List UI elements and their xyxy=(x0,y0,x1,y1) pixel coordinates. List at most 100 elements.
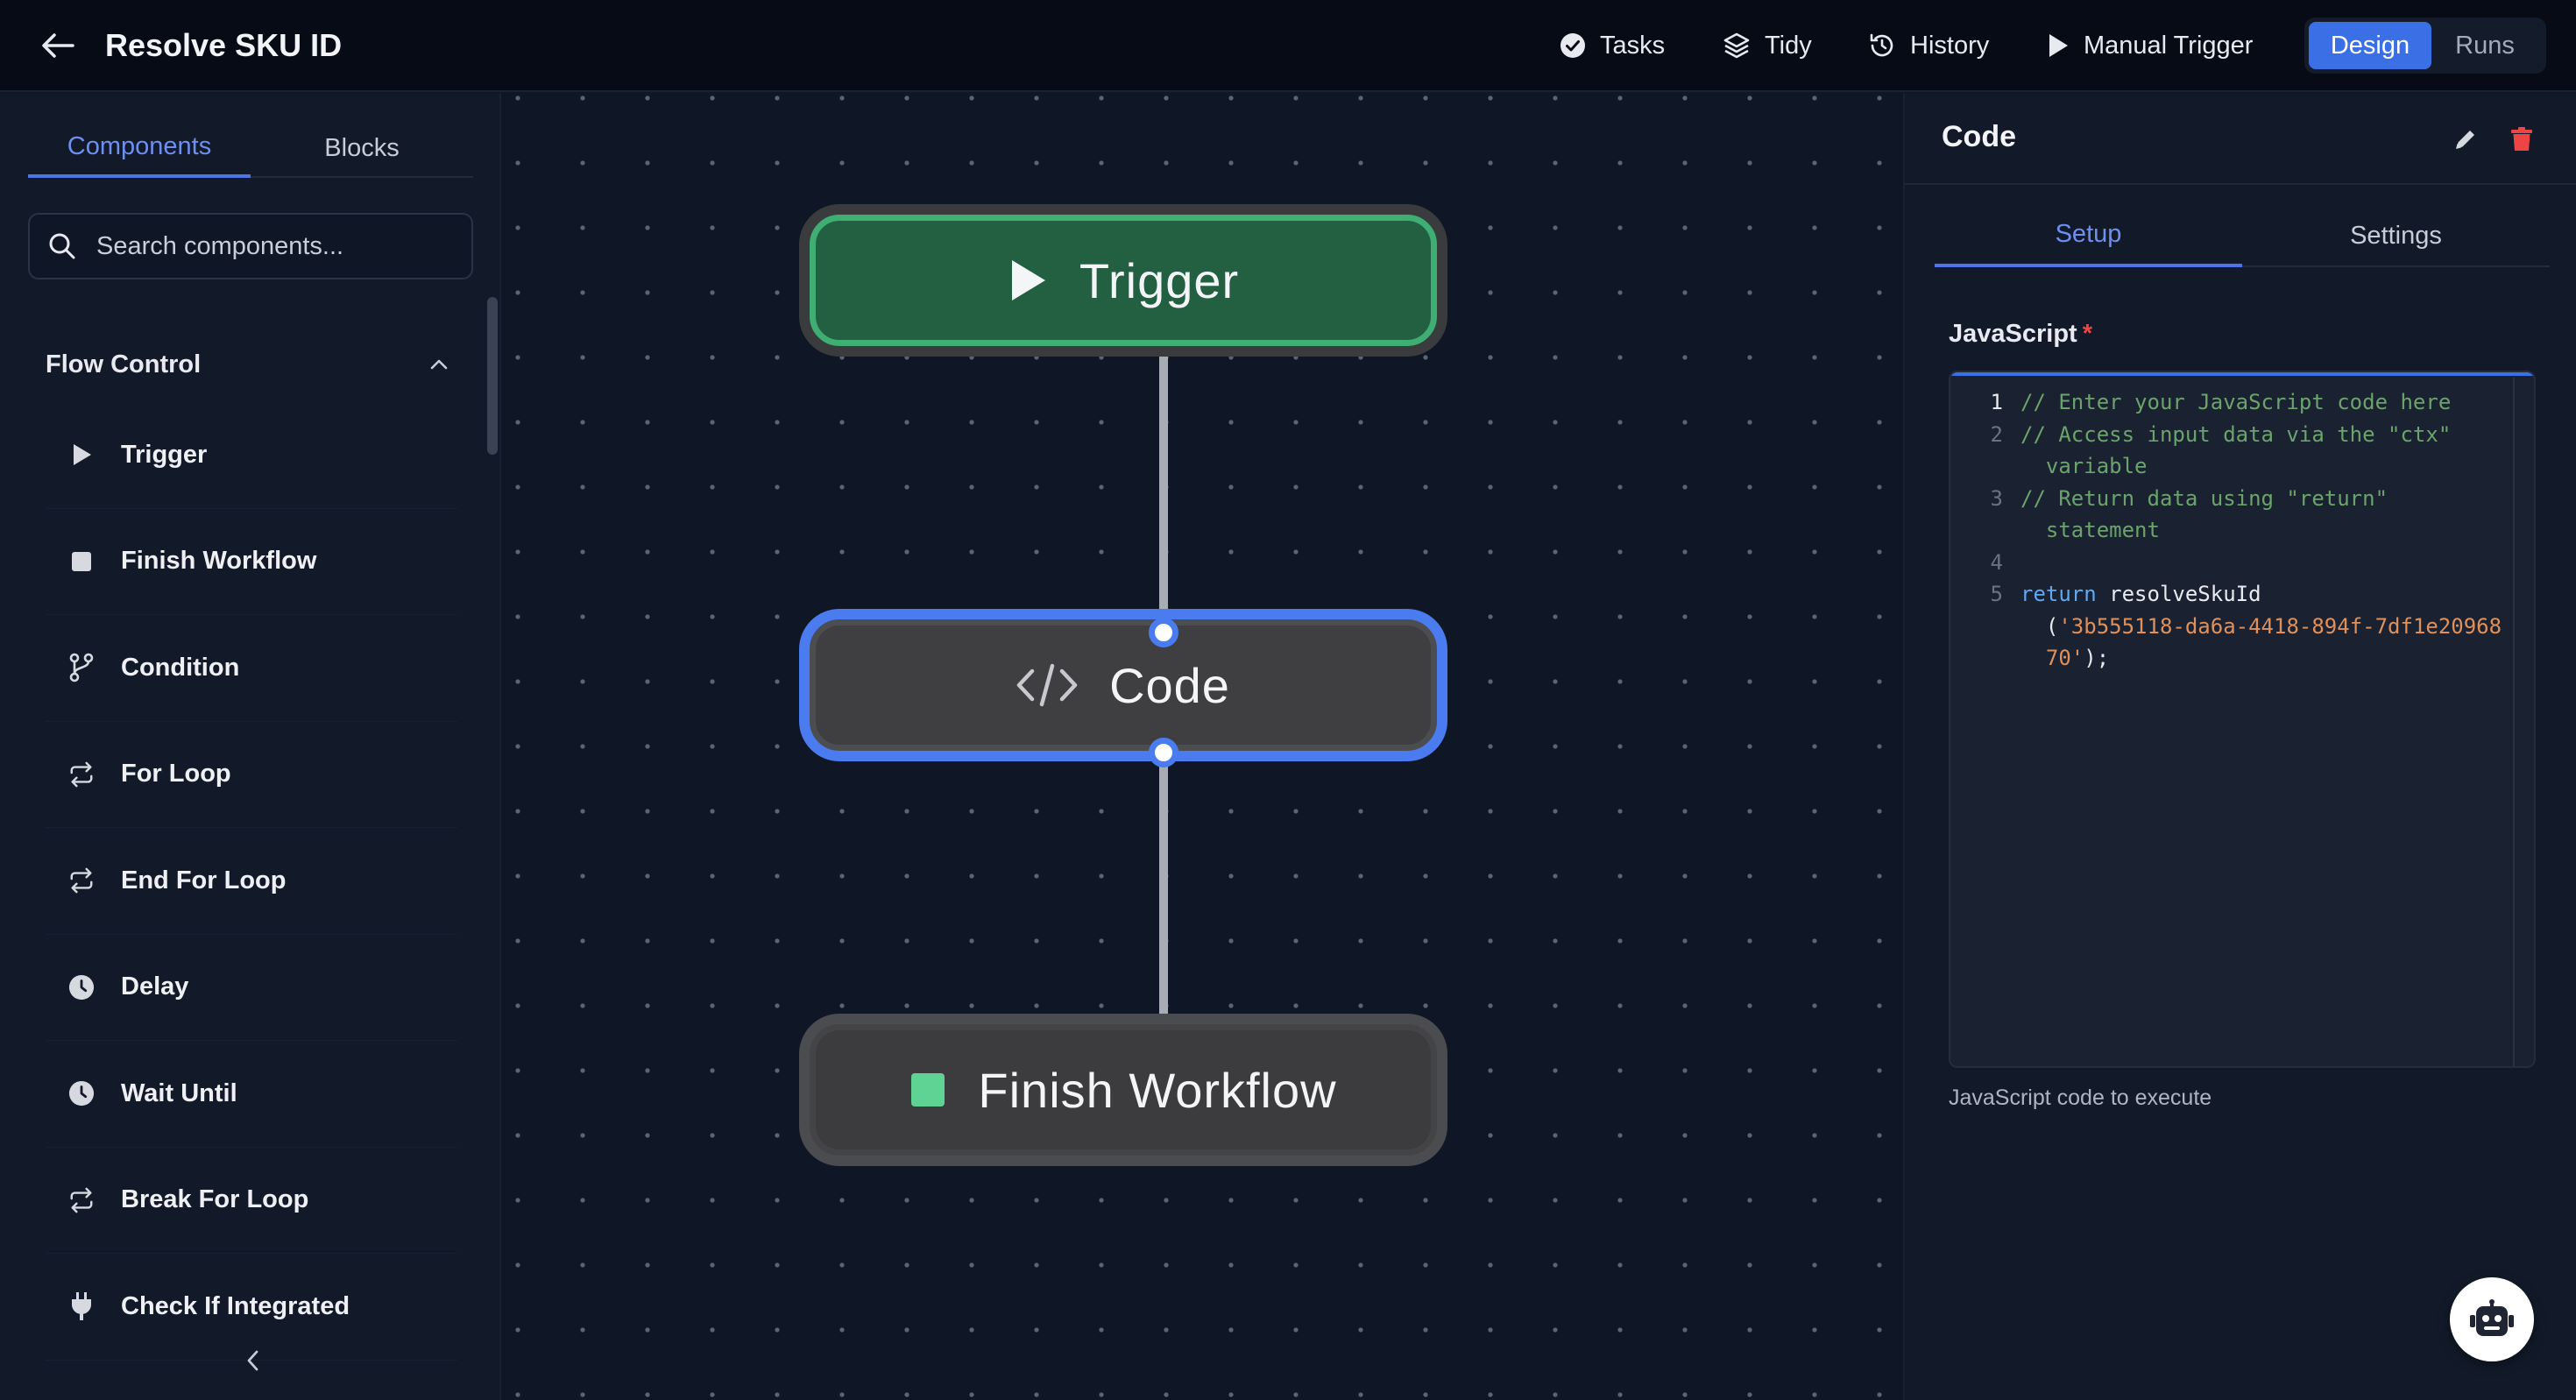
history-button[interactable]: History xyxy=(1868,23,1989,68)
chevron-left-icon xyxy=(247,1350,258,1371)
git-branch-icon xyxy=(68,653,95,682)
robot-icon xyxy=(2470,1299,2514,1336)
component-break-for-loop[interactable]: Break For Loop xyxy=(46,1148,457,1254)
line-number xyxy=(1950,611,2020,642)
code-line: 1// Enter your JavaScript code here xyxy=(1950,386,2452,418)
panel-title: Code xyxy=(1942,120,2016,153)
field-label-text: JavaScript xyxy=(1949,320,2077,348)
code-output-handle[interactable] xyxy=(1149,738,1178,767)
code-line: 70'); xyxy=(1950,642,2109,674)
rename-node-button[interactable] xyxy=(2450,124,2481,155)
javascript-field-label: JavaScript* xyxy=(1949,320,2092,349)
tidy-button[interactable]: Tidy xyxy=(1723,23,1812,68)
section-title: Flow Control xyxy=(46,350,202,378)
code-line: 3 // Return data using "return" xyxy=(1950,483,2388,514)
code-token: ); xyxy=(2084,646,2110,670)
play-icon xyxy=(1011,260,1045,301)
back-button[interactable] xyxy=(39,26,77,65)
sidebar-tabs: Components Blocks xyxy=(28,118,473,178)
ai-assistant-button[interactable] xyxy=(2450,1277,2534,1361)
node-code[interactable]: Code xyxy=(810,619,1437,751)
component-list: Trigger Finish Workflow Condition xyxy=(46,402,457,1361)
required-marker: * xyxy=(2082,320,2092,348)
code-line: 4 xyxy=(1950,547,2020,578)
code-token: // Return data using "return" xyxy=(2020,485,2388,511)
tidy-label: Tidy xyxy=(1765,31,1812,60)
code-token: 70' xyxy=(2020,646,2084,670)
component-label: Break For Loop xyxy=(121,1185,309,1214)
component-finish-workflow[interactable]: Finish Workflow xyxy=(46,509,457,615)
component-label: Wait Until xyxy=(121,1078,237,1107)
line-number: 2 xyxy=(1990,421,2003,447)
component-for-loop[interactable]: For Loop xyxy=(46,722,457,828)
code-token: // Access input data via the "ctx" xyxy=(2020,421,2452,447)
editor-focus-line xyxy=(1950,372,2534,376)
node-label: Trigger xyxy=(1079,252,1240,308)
component-label: Check If Integrated xyxy=(121,1291,350,1320)
tasks-button[interactable]: Tasks xyxy=(1560,23,1665,68)
node-trigger[interactable]: Trigger xyxy=(810,215,1437,346)
top-bar: Resolve SKU ID Tasks Tidy xyxy=(0,0,2576,92)
clock-icon xyxy=(68,974,95,1001)
code-icon xyxy=(1016,663,1078,707)
tab-blocks[interactable]: Blocks xyxy=(324,133,400,162)
pencil-icon xyxy=(2456,131,2474,149)
field-help-text: JavaScript code to execute xyxy=(1949,1085,2212,1110)
component-label: Trigger xyxy=(121,440,208,469)
component-label: Condition xyxy=(121,653,240,682)
code-token: '3b555118-da6a-4418-894f-7df1e20968 xyxy=(2058,613,2502,639)
component-end-for-loop[interactable]: End For Loop xyxy=(46,828,457,935)
node-finish-workflow[interactable]: Finish Workflow xyxy=(810,1024,1437,1156)
components-sidebar: Components Blocks Flow Control Trigger xyxy=(0,94,501,1400)
play-icon xyxy=(2049,34,2068,57)
code-token: statement xyxy=(2020,518,2160,542)
repeat-icon xyxy=(68,867,95,894)
code-input-handle[interactable] xyxy=(1149,618,1178,647)
search-box xyxy=(28,213,473,279)
history-label: History xyxy=(1910,31,1990,60)
search-input[interactable] xyxy=(96,231,447,261)
trash-icon xyxy=(2511,127,2532,151)
delete-node-button[interactable] xyxy=(2506,124,2537,155)
workflow-title: Resolve SKU ID xyxy=(105,27,343,63)
plug-icon xyxy=(68,1292,95,1321)
line-number xyxy=(1950,450,2020,482)
manual-trigger-label: Manual Trigger xyxy=(2084,31,2254,60)
workflow-canvas[interactable]: Trigger Code Finish Workflow xyxy=(503,94,1903,1400)
sidebar-scrollbar[interactable] xyxy=(487,297,498,455)
tab-components[interactable]: Components xyxy=(28,118,251,178)
runs-mode-button[interactable]: Runs xyxy=(2455,31,2515,60)
component-check-if-integrated[interactable]: Check If Integrated xyxy=(46,1254,457,1361)
edge-trigger-to-code xyxy=(1159,352,1168,622)
code-token: variable xyxy=(2020,454,2148,478)
design-mode-button[interactable]: Design xyxy=(2309,22,2431,69)
code-line: 2 // Access input data via the "ctx" xyxy=(1950,419,2452,450)
component-label: Finish Workflow xyxy=(121,547,317,576)
collapse-sidebar-button[interactable] xyxy=(238,1343,266,1378)
repeat-icon xyxy=(68,761,95,788)
manual-trigger-button[interactable]: Manual Trigger xyxy=(2047,23,2253,68)
component-delay[interactable]: Delay xyxy=(46,935,457,1041)
code-line: statement xyxy=(1950,514,2160,546)
component-wait-until[interactable]: Wait Until xyxy=(46,1041,457,1148)
code-line: ('3b555118-da6a-4418-894f-7df1e20968 xyxy=(1950,611,2502,642)
javascript-code-editor[interactable]: 1// Enter your JavaScript code here 2 // A… xyxy=(1949,371,2536,1068)
tab-setup[interactable]: Setup xyxy=(1935,204,2242,267)
repeat-icon xyxy=(68,1187,95,1213)
flow-control-section-toggle[interactable]: Flow Control xyxy=(46,341,449,388)
component-condition[interactable]: Condition xyxy=(46,615,457,722)
component-label: Delay xyxy=(121,972,189,1001)
stop-square-icon xyxy=(911,1073,945,1107)
panel-header: Code xyxy=(1905,94,2576,185)
line-number: 1 xyxy=(1990,390,2003,414)
component-trigger[interactable]: Trigger xyxy=(46,402,457,509)
editor-scrollbar[interactable] xyxy=(2513,378,2515,1066)
play-icon xyxy=(68,442,95,468)
tab-settings[interactable]: Settings xyxy=(2350,221,2442,250)
check-circle-icon xyxy=(1560,33,1585,58)
code-token: return xyxy=(2020,582,2097,606)
line-number xyxy=(1950,642,2020,674)
line-number: 3 xyxy=(1990,485,2003,511)
